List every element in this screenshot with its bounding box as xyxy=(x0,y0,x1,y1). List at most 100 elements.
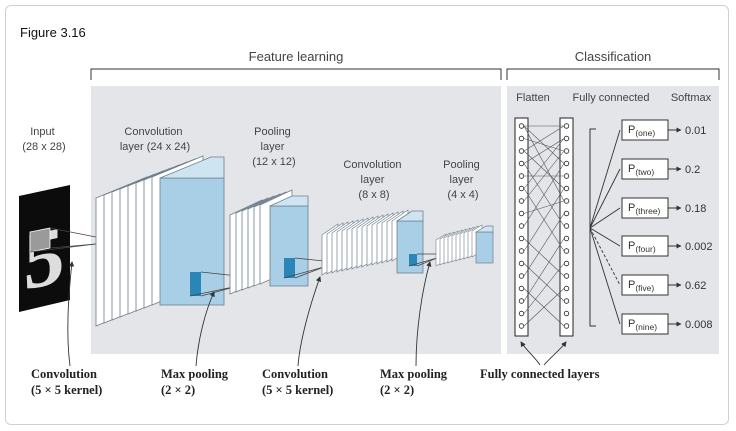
neuron-node xyxy=(563,298,570,304)
softmax-connector xyxy=(589,168,621,229)
neuron-node xyxy=(518,135,525,142)
softmax-output-item: P(five) 0.62 xyxy=(621,274,706,296)
svg-text:P(three): P(three) xyxy=(628,202,661,216)
neuron-node xyxy=(518,173,525,179)
input-digit: 5 xyxy=(24,208,65,308)
connection-line xyxy=(523,213,565,277)
input-label: Input (28 x 28) xyxy=(22,126,65,153)
softmax-value: 0.008 xyxy=(685,319,713,331)
pool1-to-conv2-lines xyxy=(283,257,325,279)
neuron-node xyxy=(563,260,570,267)
connection-line xyxy=(523,125,565,152)
neuron-node xyxy=(518,248,525,254)
neuron-node xyxy=(518,148,525,154)
softmax-output-item: P(one) 0.01 xyxy=(621,119,706,141)
classification-panel xyxy=(507,86,719,354)
svg-text:P(two): P(two) xyxy=(628,163,654,177)
neuron-node xyxy=(518,310,525,317)
neuron-node xyxy=(518,198,525,204)
classification-label: Classification xyxy=(575,49,652,64)
pool1-caption: Max pooling (2 × 2) xyxy=(161,367,231,397)
conv1-feature-maps xyxy=(95,155,225,327)
connection-line xyxy=(523,188,565,252)
fc-caption: Fully connected layers xyxy=(480,367,600,381)
neuron-node xyxy=(518,223,525,229)
softmax-output-item: P(two) 0.2 xyxy=(621,158,700,180)
figure-label: Figure 3.16 xyxy=(20,25,86,40)
softmax-value: 0.01 xyxy=(685,125,706,137)
connection-line xyxy=(523,138,565,164)
neuron-node xyxy=(563,123,570,129)
neuron-node xyxy=(518,298,525,304)
neuron-node xyxy=(563,173,570,179)
connection-line xyxy=(523,150,565,202)
neuron-node xyxy=(518,260,525,267)
softmax-output-item: P(nine) 0.008 xyxy=(621,313,713,335)
conv1-caption: Convolution (5 × 5 kernel) xyxy=(31,367,102,397)
softmax-outputs: P(one) 0.01 P(two) 0.2 P(three) 0.18 P(f… xyxy=(621,119,713,335)
pool1-feature-maps xyxy=(229,189,309,295)
softmax-connector xyxy=(589,227,621,325)
neuron-node xyxy=(518,323,525,329)
neuron-node xyxy=(563,285,570,292)
softmax-value: 0.002 xyxy=(685,241,713,253)
conv2-label: Convolution layer (8 x 8) xyxy=(343,159,404,201)
softmax-output-item: P(four) 0.002 xyxy=(621,235,713,257)
neuron-node xyxy=(563,223,570,229)
conv2-feature-maps xyxy=(321,209,424,276)
connection-line xyxy=(523,238,565,302)
flatten-nodes xyxy=(518,123,525,329)
callout-arrows xyxy=(67,261,567,367)
neuron-node xyxy=(518,273,525,279)
conv2-caption: Convolution (5 × 5 kernel) xyxy=(262,367,333,397)
fully-connected-header: Fully connected xyxy=(572,92,649,104)
conv2-pool-kernel xyxy=(409,254,417,266)
svg-text:P(four): P(four) xyxy=(628,240,656,254)
pool2-label: Pooling layer (4 x 4) xyxy=(443,159,483,201)
neuron-node xyxy=(563,148,570,154)
softmax-output-item: P(three) 0.18 xyxy=(621,197,706,219)
softmax-value: 0.2 xyxy=(685,164,700,176)
neuron-node xyxy=(563,323,570,329)
input-kernel-patch xyxy=(29,227,51,253)
softmax-connector xyxy=(589,227,621,247)
fc-connection-lines xyxy=(523,125,565,327)
fully-connected-nodes xyxy=(563,123,570,329)
softmax-connector xyxy=(589,227,621,286)
softmax-value: 0.62 xyxy=(685,280,706,292)
svg-text:P(nine): P(nine) xyxy=(628,318,657,332)
neuron-node xyxy=(563,235,570,242)
feature-learning-bracket xyxy=(90,68,502,80)
flatten-header: Flatten xyxy=(516,92,550,104)
connection-line xyxy=(523,163,565,227)
neuron-node xyxy=(518,285,525,292)
neuron-node xyxy=(518,185,525,192)
fc-to-softmax-lines xyxy=(589,129,621,325)
neuron-node xyxy=(518,123,525,129)
connection-line xyxy=(523,150,565,189)
feature-learning-label: Feature learning xyxy=(249,49,344,64)
pool2-caption: Max pooling (2 × 2) xyxy=(380,367,450,397)
svg-text:P(one): P(one) xyxy=(628,124,655,138)
pool1-conv-kernel xyxy=(284,258,295,278)
connection-line xyxy=(523,138,565,152)
neuron-node xyxy=(518,235,525,242)
softmax-header: Softmax xyxy=(671,92,712,104)
conv1-pool-kernel xyxy=(190,272,201,296)
neuron-node xyxy=(563,210,570,217)
neuron-node xyxy=(563,135,570,142)
connection-line xyxy=(523,238,565,277)
softmax-connector xyxy=(589,129,621,229)
classification-bracket xyxy=(506,68,720,80)
neuron-node xyxy=(563,160,570,167)
neuron-node xyxy=(563,273,570,279)
neuron-node xyxy=(518,210,525,217)
connection-line xyxy=(523,288,565,327)
neuron-node xyxy=(563,310,570,317)
conv1-label: Convolution layer (24 x 24) xyxy=(120,126,190,153)
softmax-value: 0.18 xyxy=(685,203,706,215)
neuron-node xyxy=(563,198,570,204)
input-to-conv1-lines xyxy=(29,227,97,253)
neuron-node xyxy=(518,160,525,167)
